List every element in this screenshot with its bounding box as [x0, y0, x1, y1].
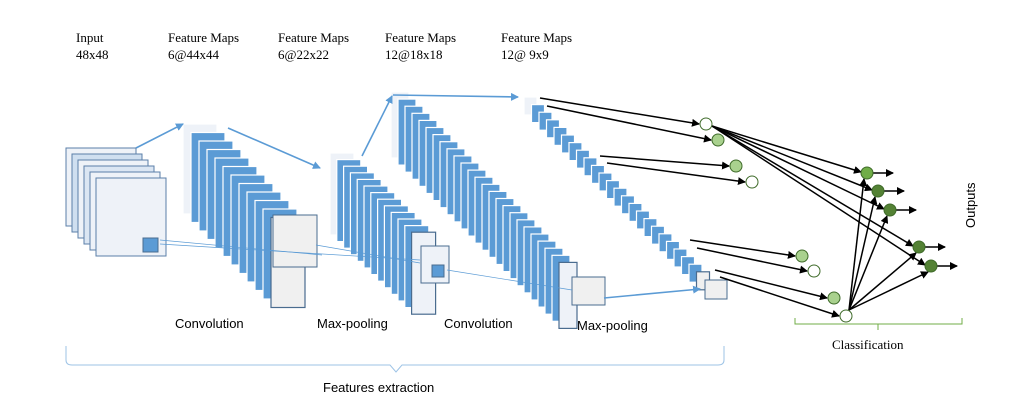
stage-label-pool2: Max-pooling — [577, 318, 648, 333]
fm4-to-node-4 — [606, 162, 746, 186]
node-o2 — [871, 184, 885, 198]
stage-label-pool1: Max-pooling — [317, 316, 388, 331]
layer-headers: Input 48x48 Feature Maps 6@44x44 Feature… — [76, 30, 572, 62]
header-fm1-size: 6@44x44 — [168, 47, 219, 62]
node-a-to-o1 — [711, 125, 862, 174]
fm4-to-node-2 — [546, 105, 712, 143]
fm4-to-node-3 — [599, 155, 730, 170]
fm4-last-map — [704, 279, 728, 300]
header-fm3-size: 12@18x18 — [385, 47, 442, 62]
stage-label-conv2: Convolution — [444, 316, 513, 331]
node-e — [795, 249, 809, 263]
fm4-to-node-7 — [714, 269, 828, 301]
link-line-5 — [315, 244, 421, 264]
node-h-to-o4 — [848, 252, 917, 311]
node-f — [807, 264, 821, 278]
link-line-8 — [446, 269, 573, 291]
node-a-to-o5 — [711, 125, 926, 266]
header-fm2-size: 6@22x22 — [278, 47, 329, 62]
header-fm4-size: 12@ 9x9 — [501, 47, 549, 62]
node-a — [699, 117, 713, 131]
node-h-to-o1 — [848, 178, 868, 311]
node-h-to-o3 — [848, 215, 889, 311]
feature-map-stack-4 — [523, 96, 728, 300]
classifier-nodes — [699, 117, 938, 323]
link-line-3 — [159, 243, 421, 261]
input-stack — [65, 147, 167, 257]
fm2-pool-window — [431, 264, 445, 278]
feature-map-stack-1 — [182, 123, 318, 309]
fm3-last-map — [571, 276, 606, 306]
node-a-to-o3 — [711, 125, 885, 210]
classification-label: Classification — [832, 337, 904, 352]
fm4-to-node-5 — [689, 239, 796, 259]
link-line-9 — [603, 285, 701, 299]
input-receptive-field — [142, 237, 159, 253]
node-a-to-o2 — [711, 125, 873, 192]
header-input-title: Input — [76, 30, 104, 45]
header-fm3-title: Feature Maps — [385, 30, 456, 45]
node-c — [729, 159, 743, 173]
stage-label-conv1: Convolution — [175, 316, 244, 331]
node-o1 — [860, 166, 874, 180]
classifier-connections — [539, 97, 958, 318]
link-line-4 — [227, 127, 321, 169]
link-line-7 — [392, 92, 519, 101]
node-h-to-o2 — [848, 196, 878, 311]
feature-map-stack-2 — [329, 152, 450, 315]
node-d — [745, 175, 759, 189]
link-line-6 — [361, 95, 393, 157]
fm1-last-map — [272, 214, 318, 268]
node-o4 — [912, 240, 926, 254]
outputs-label: Outputs — [963, 182, 978, 228]
node-o3 — [883, 203, 897, 217]
header-input-size: 48x48 — [76, 47, 109, 62]
node-h-to-o5 — [848, 271, 929, 311]
node-a-to-o4 — [711, 125, 914, 247]
header-fm2-title: Feature Maps — [278, 30, 349, 45]
link-line-1 — [135, 123, 184, 149]
fm4-to-node-1 — [539, 97, 700, 127]
node-h — [839, 309, 853, 323]
header-fm4-title: Feature Maps — [501, 30, 572, 45]
fm4-to-node-6 — [696, 247, 808, 274]
node-b — [711, 133, 725, 147]
features-extraction-bracket — [65, 346, 725, 373]
features-extraction-label: Features extraction — [323, 380, 434, 395]
header-fm1-title: Feature Maps — [168, 30, 239, 45]
classification-bracket — [794, 318, 963, 330]
feature-map-stack-3 — [390, 91, 606, 329]
fm4-to-node-8 — [719, 276, 840, 318]
connection-lines — [135, 92, 701, 299]
node-g — [827, 291, 841, 305]
node-o5 — [924, 259, 938, 273]
